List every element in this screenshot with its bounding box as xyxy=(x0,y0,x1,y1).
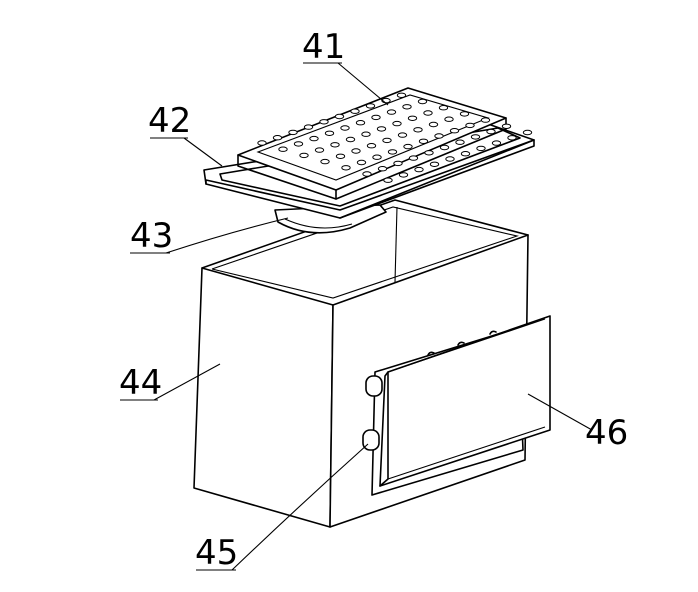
leader-41 xyxy=(337,62,389,106)
box-front-face xyxy=(193,267,334,528)
sieve-hole xyxy=(361,131,371,137)
sieve-hole xyxy=(398,172,409,178)
sieve-hole xyxy=(351,148,361,154)
sieve-hole xyxy=(377,166,388,172)
box-inner-edge xyxy=(394,206,398,283)
sieve-hole xyxy=(414,166,424,173)
pin-upper xyxy=(365,375,383,397)
sieve-hole xyxy=(501,123,512,130)
sieve-hole xyxy=(476,145,486,152)
sieve-hole xyxy=(438,105,449,111)
sieve-hole xyxy=(491,140,502,146)
sieve-hole xyxy=(383,177,393,183)
sieve-hole xyxy=(382,137,392,144)
panel-bottom-edge xyxy=(387,426,546,480)
sieve-hole xyxy=(350,108,360,114)
sieve-hole xyxy=(449,128,460,134)
sieve-hole xyxy=(465,122,475,129)
label-46: 46 xyxy=(585,413,628,453)
sieve-hole xyxy=(486,128,496,135)
sieve-hole xyxy=(470,134,481,140)
sieve-hole xyxy=(324,130,335,137)
leader-45 xyxy=(231,443,369,571)
sieve-hole xyxy=(365,103,376,109)
sieve-hole xyxy=(376,126,387,132)
panel-top-edge xyxy=(387,318,546,373)
sieve-hole xyxy=(393,160,403,167)
sieve-hole xyxy=(334,113,345,120)
label-44: 44 xyxy=(119,363,162,403)
sieve-hole xyxy=(257,140,267,146)
sieve-hole xyxy=(299,152,309,159)
sieve-hole xyxy=(428,121,439,128)
sieve-hole xyxy=(417,98,428,105)
leader-44 xyxy=(153,363,221,401)
sieve-hole xyxy=(429,161,440,168)
sieve-hole xyxy=(407,115,418,122)
sieve-hole xyxy=(319,119,329,125)
sieve-hole xyxy=(397,132,408,138)
sieve-hole xyxy=(278,146,288,152)
sieve-hole xyxy=(335,153,346,160)
sieve-hole xyxy=(439,144,450,151)
side-panel xyxy=(371,315,551,496)
sieve-hole xyxy=(345,136,356,143)
sieve-hole xyxy=(507,135,517,141)
sieve-hole xyxy=(303,124,314,130)
sieve-hole xyxy=(444,116,454,122)
sieve-hole xyxy=(372,154,382,160)
label-45: 45 xyxy=(195,533,238,573)
sieve-hole xyxy=(402,104,412,110)
sieve-hole xyxy=(355,120,366,126)
sieve-hole xyxy=(434,133,444,139)
sieve-hole xyxy=(386,109,397,115)
sieve-hole xyxy=(396,92,407,99)
base-plate-edge xyxy=(205,139,535,219)
sieve-hole xyxy=(424,150,434,156)
box-top-rim-back xyxy=(201,199,529,269)
sieve-hole xyxy=(455,139,465,145)
leader-lines xyxy=(120,62,593,571)
panel-knobs xyxy=(427,330,497,356)
label-41: 41 xyxy=(302,27,345,67)
sieve-hole xyxy=(445,156,455,162)
label-43: 43 xyxy=(130,216,173,256)
sieve-hole xyxy=(320,158,330,165)
leader-46 xyxy=(527,393,593,431)
sieve-hole xyxy=(371,114,381,121)
leader-43 xyxy=(165,217,289,254)
leader-42 xyxy=(183,137,223,167)
sieve-hole xyxy=(309,135,319,142)
sieve-plate xyxy=(237,87,533,200)
sieve-hole xyxy=(341,165,351,171)
sieve-hole xyxy=(459,111,470,117)
sieve-hole xyxy=(522,129,533,136)
sieve-hole xyxy=(293,141,304,147)
sieve-hole xyxy=(460,151,471,157)
sieve-hole xyxy=(356,159,367,166)
sieve-hole xyxy=(413,127,423,133)
sieve-hole xyxy=(418,138,429,145)
sieve-hole xyxy=(272,135,283,141)
sieve-hole xyxy=(392,120,402,127)
sieve-hole xyxy=(408,155,419,161)
sieve-hole xyxy=(362,171,372,177)
sieve-hole xyxy=(423,110,433,116)
label-42: 42 xyxy=(148,101,191,141)
sieve-hole xyxy=(387,149,398,155)
sieve-hole xyxy=(314,147,325,153)
sieve-hole xyxy=(366,143,377,149)
sieve-hole xyxy=(288,129,298,136)
sieve-hole xyxy=(403,143,413,150)
neck-curve xyxy=(284,218,353,229)
sieve-hole xyxy=(330,142,340,148)
sieve-hole xyxy=(480,117,491,123)
sieve-holes xyxy=(257,92,533,183)
sieve-hole xyxy=(340,125,350,131)
